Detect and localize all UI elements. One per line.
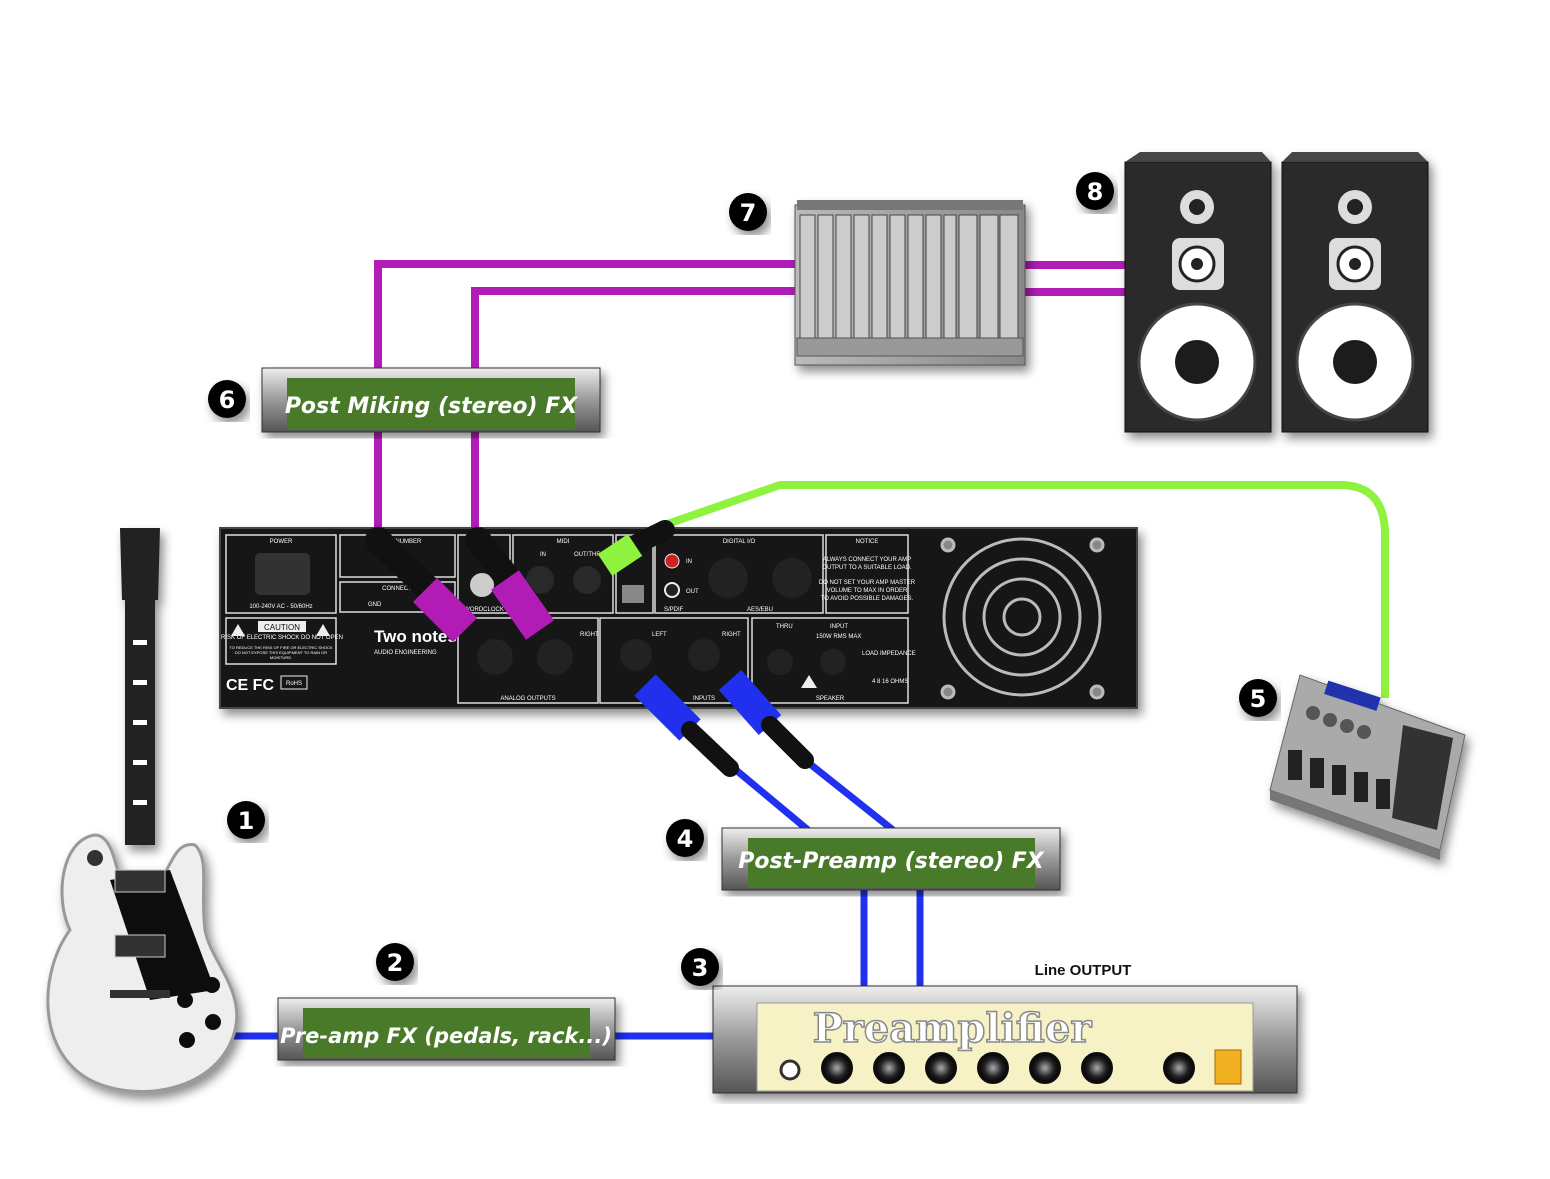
svg-text:5: 5 (1250, 685, 1267, 713)
pre-amp-fx-label: Pre-amp FX (pedals, rack...) (280, 1024, 612, 1048)
post-miking-fx-unit: Post Miking (stereo) FX (261, 367, 601, 433)
midi-in-label: IN (540, 552, 546, 558)
digital-io-label: DIGITAL I/O (723, 539, 756, 545)
aes-label: AES/EBU (747, 607, 773, 613)
midi-out-label: OUT/THRU (574, 552, 605, 558)
svg-text:6: 6 (219, 386, 236, 414)
notice-label: NOTICE (856, 539, 879, 545)
badge-5: 5 (1239, 679, 1277, 717)
notice-line: ALWAYS CONNECT YOUR AMP (823, 557, 911, 563)
green-midi-plug (597, 520, 675, 576)
foot-controller (1269, 674, 1466, 860)
brand-logo: Two notes (374, 627, 457, 646)
badge-6: 6 (208, 380, 246, 418)
analog-right-label: RIGHT (580, 632, 599, 638)
badge-8: 8 (1076, 172, 1114, 210)
svg-text:7: 7 (740, 199, 757, 227)
post-miking-fx-label: Post Miking (stereo) FX (285, 394, 578, 419)
spdif-out-label: OUT (686, 589, 699, 595)
magenta-cables (374, 260, 1128, 560)
badge-3: 3 (681, 948, 719, 986)
pre-amp-fx-unit: Pre-amp FX (pedals, rack...) (277, 997, 616, 1061)
notice-line: DO NOT SET YOUR AMP MASTER (819, 580, 916, 586)
post-preamp-fx-label: Post-Preamp (stereo) FX (738, 849, 1045, 874)
number-badges: 1 2 3 4 5 6 7 8 (208, 172, 1277, 986)
ohms-label: 4 8 16 OHMS (872, 679, 908, 685)
svg-text:3: 3 (692, 954, 709, 982)
inputs-right-label: RIGHT (722, 632, 741, 638)
inputs-label: INPUTS (693, 696, 715, 702)
magenta-cable-right (471, 287, 800, 560)
svg-text:1: 1 (238, 807, 255, 835)
rms-label: 150W RMS MAX (816, 634, 861, 640)
speaker-right (1281, 152, 1429, 433)
input-label: INPUT (830, 624, 848, 630)
electric-guitar (46, 528, 239, 1093)
badge-7: 7 (729, 193, 767, 231)
rohs-mark: RoHS (286, 681, 302, 687)
wordclock-label: WORDCLOCK (464, 607, 504, 613)
badge-4: 4 (666, 819, 704, 857)
inputs-left-label: LEFT (652, 632, 667, 638)
gnd-label: GND (368, 602, 382, 608)
svg-text:4: 4 (677, 825, 694, 853)
magenta-cable-left (374, 260, 800, 560)
power-spec: 100-240V AC - 50/60Hz (249, 604, 312, 610)
certification-marks: CE FC (226, 677, 274, 694)
notice-line: OUTPUT TO A SUITABLE LOAD. (822, 565, 912, 571)
blue-xlr-plugs (634, 670, 814, 777)
preamplifier-title: Preamplifier (813, 1005, 1093, 1052)
speaker-left (1124, 152, 1272, 433)
load-label: LOAD IMPEDANCE (862, 651, 916, 657)
magenta-xlr-plugs (365, 527, 554, 643)
spdif-in-label: IN (686, 559, 692, 565)
caution-label: CAUTION (264, 623, 300, 632)
badge-2: 2 (376, 943, 414, 981)
preamp-knobs (821, 1052, 1195, 1084)
spdif-label: S/PDIF (664, 607, 684, 613)
connect-label: CONNECT (382, 586, 412, 592)
notice-line: TO AVOID POSSIBLE DAMAGES. (821, 596, 914, 602)
badge-1: 1 (227, 801, 265, 839)
thru-label: THRU (776, 624, 793, 630)
svg-text:8: 8 (1087, 178, 1104, 206)
brand-sub: AUDIO ENGINEERING (374, 650, 437, 656)
fan-grille (940, 537, 1105, 700)
blue-cables (228, 757, 924, 1040)
preamplifier-unit: Preamplifier (712, 985, 1298, 1094)
analog-outputs-label: ANALOG OUTPUTS (500, 696, 555, 702)
green-midi-cable (648, 481, 1389, 698)
line-output-label: Line OUTPUT (1035, 962, 1132, 979)
midi-label: MIDI (557, 539, 570, 545)
two-notes-rear-panel: POWER 100-240V AC - 50/60Hz SERIAL NUMBE… (219, 527, 1138, 709)
speakers (1124, 152, 1429, 433)
caution-text-box: TO REDUCE THE RISK OF FIRE OR ELECTRIC S… (229, 645, 333, 660)
mixer-rack (794, 200, 1026, 366)
notice-line: VOLUME TO MAX IN ORDER (827, 588, 908, 594)
speaker-label: SPEAKER (816, 696, 845, 702)
post-preamp-fx-unit: Post-Preamp (stereo) FX (721, 827, 1061, 891)
caution-sub: RISK OF ELECTRIC SHOCK DO NOT OPEN (221, 635, 343, 641)
power-label: POWER (270, 539, 293, 545)
caution-text: TO REDUCE THE RISK OF FIRE OR ELECTRIC S… (229, 645, 333, 660)
svg-text:2: 2 (387, 949, 404, 977)
